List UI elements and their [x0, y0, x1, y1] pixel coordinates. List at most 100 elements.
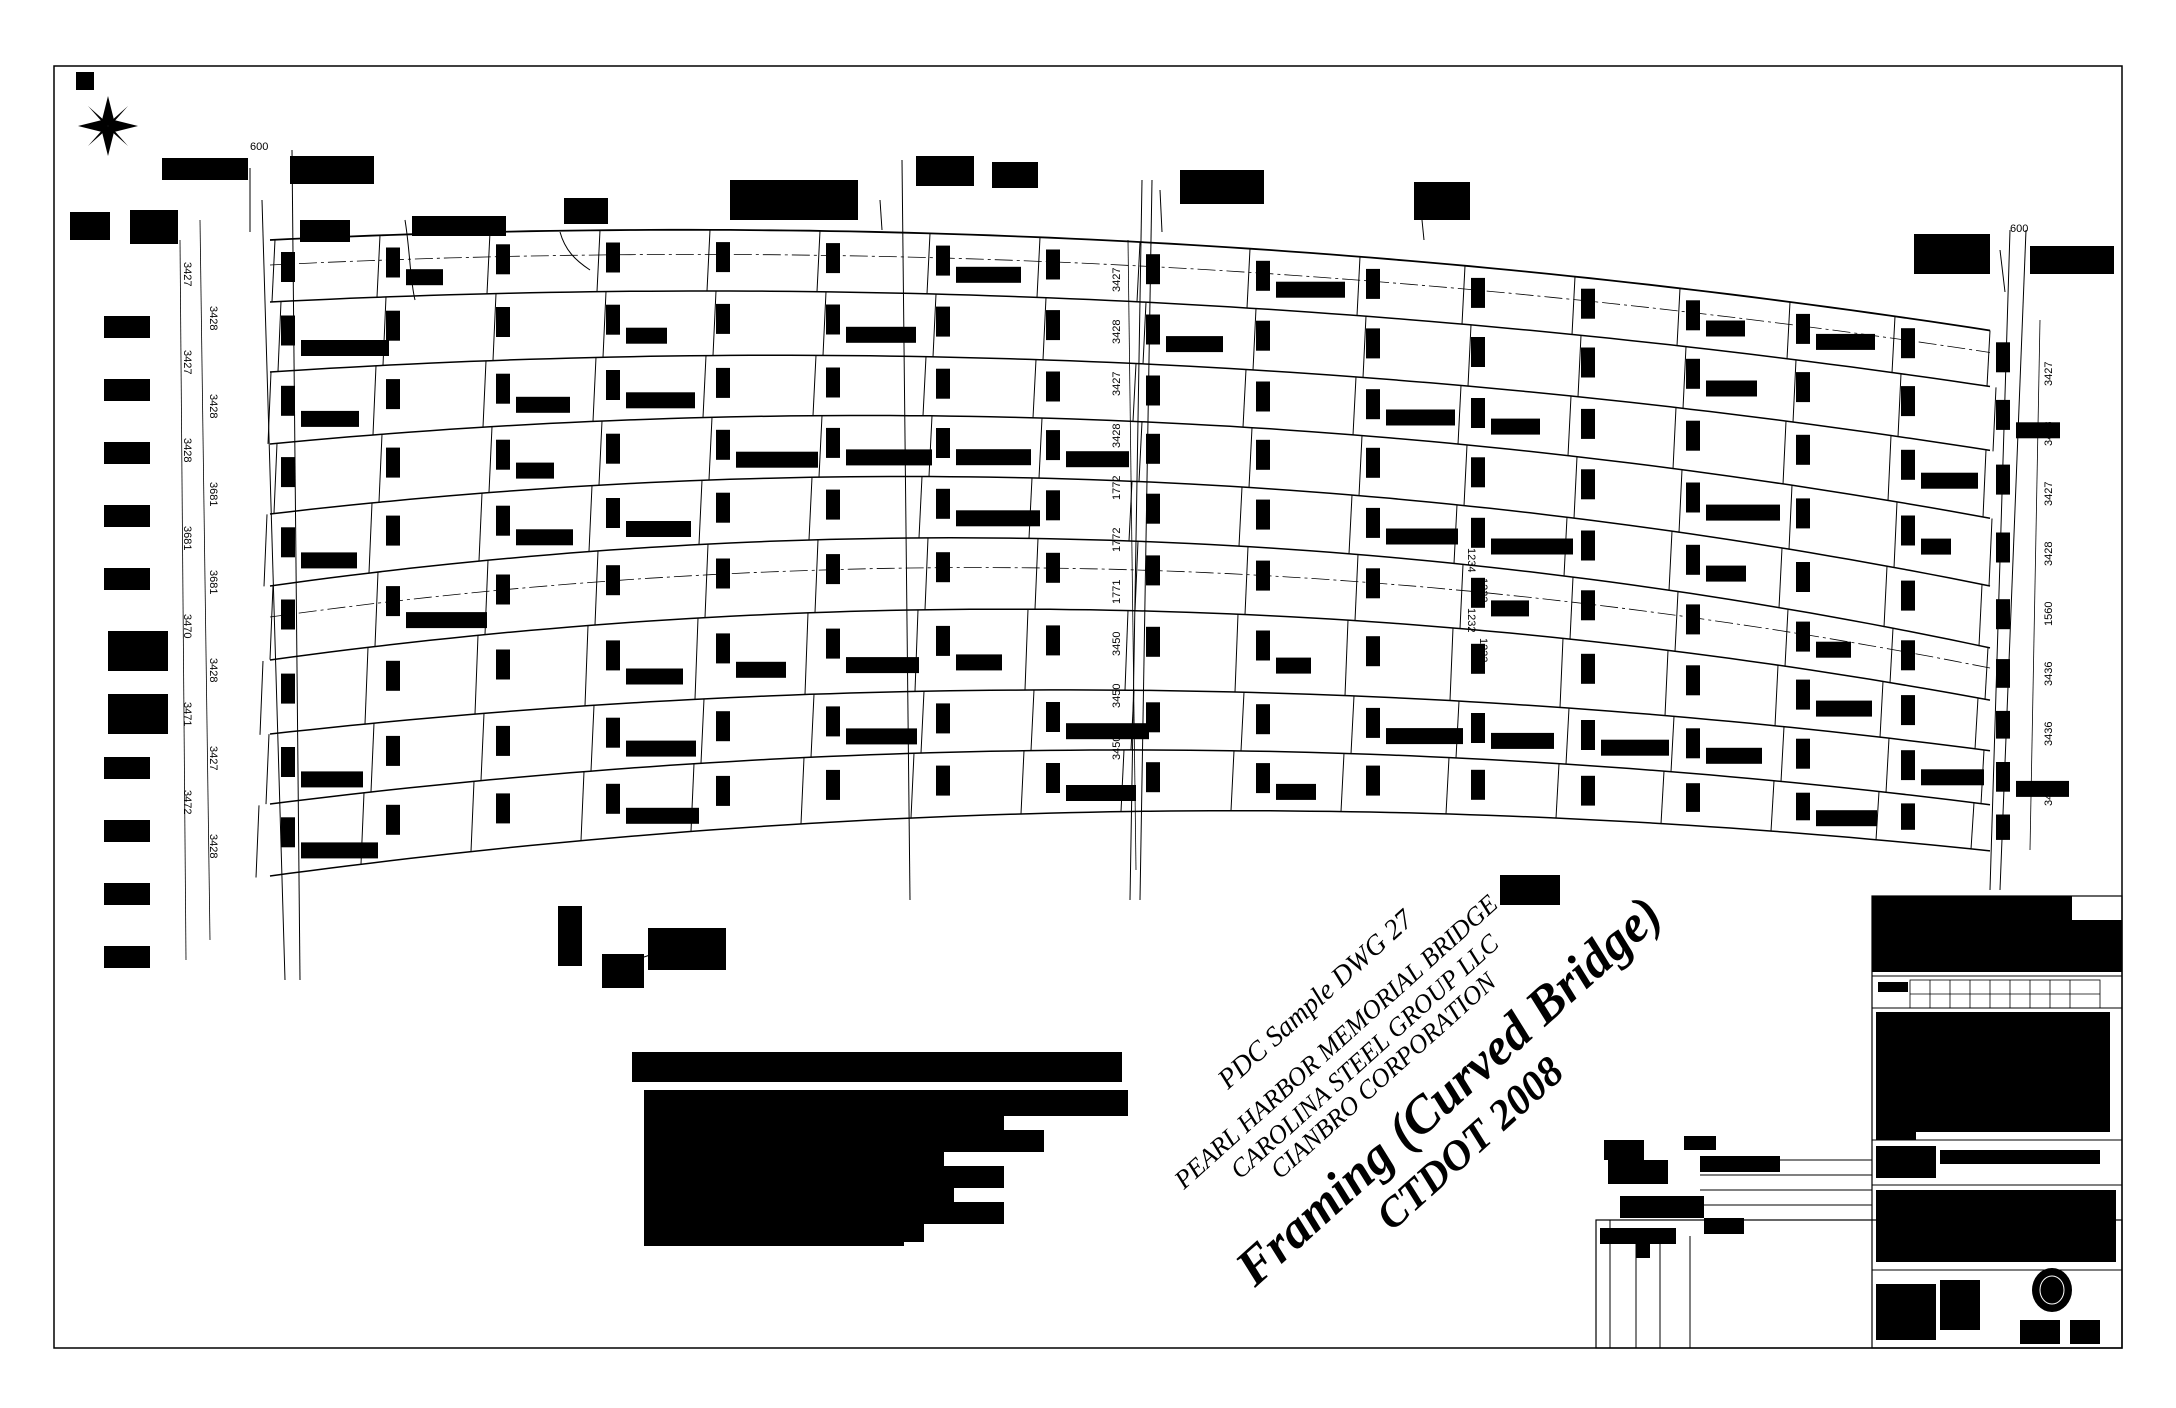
dimension-text: 3427 [2043, 362, 2055, 386]
member-mark [956, 266, 1021, 283]
cross-frame [808, 477, 813, 540]
member-mark [1046, 552, 1060, 583]
cross-frame [1571, 276, 1576, 335]
member-mark [281, 817, 295, 848]
member-mark [1046, 625, 1060, 656]
girder-line [269, 228, 1991, 332]
member-mark [301, 410, 359, 427]
cross-frame [1770, 780, 1775, 832]
member-mark [1601, 739, 1669, 756]
member-mark [846, 326, 916, 343]
cross-frame [1897, 373, 1902, 438]
member-mark [716, 492, 730, 523]
member-mark [936, 552, 950, 583]
stamp-redaction [1500, 875, 1560, 905]
cross-frame [1352, 376, 1357, 436]
member-mark [1706, 747, 1762, 764]
member-mark [936, 488, 950, 519]
member-mark [1816, 333, 1875, 350]
cross-frame [1240, 692, 1245, 752]
cross-frame [816, 230, 821, 292]
girder-line [269, 749, 1991, 806]
dimension-text: 3472 [181, 790, 193, 814]
member-mark [2016, 780, 2069, 797]
member-mark [1901, 515, 1915, 546]
cross-frame [1459, 564, 1464, 629]
girder-line [269, 809, 1991, 877]
member-mark [846, 728, 917, 745]
member-mark [716, 633, 730, 664]
member-mark [826, 367, 840, 398]
member-mark [386, 660, 400, 691]
dimension-text: 3427 [207, 746, 219, 770]
callout-label [558, 906, 582, 966]
cross-frame [1875, 791, 1880, 841]
station-label [104, 379, 150, 401]
member-mark [1901, 750, 1915, 781]
member-mark [386, 735, 400, 766]
dimension-text: 1233 [1477, 578, 1489, 602]
member-mark [301, 842, 378, 859]
member-mark [1796, 372, 1810, 403]
member-mark [716, 711, 730, 742]
member-mark [496, 373, 510, 404]
cross-frame [1676, 288, 1681, 347]
support-line [261, 199, 286, 981]
drawing-stamp: PDC Sample DWG 27 PEARL HARBOR MEMORIAL … [1168, 885, 1673, 1297]
cross-frame [1682, 346, 1687, 409]
member-mark [826, 243, 840, 274]
member-mark [386, 586, 400, 617]
member-mark [1386, 528, 1458, 545]
cross-frame [590, 705, 595, 771]
member-mark [826, 706, 840, 737]
cross-frame [482, 360, 487, 428]
member-mark [1796, 679, 1810, 710]
support-line [1139, 179, 1153, 901]
member-mark [1066, 451, 1129, 468]
cross-frame [1124, 610, 1129, 691]
member-mark [1276, 657, 1311, 674]
dimension-text: 3428 [207, 658, 219, 682]
cross-frame [1120, 749, 1125, 812]
member-mark [606, 783, 620, 814]
member-mark [936, 625, 950, 656]
cross-frame [1577, 335, 1582, 398]
cross-frame [1142, 302, 1147, 365]
member-mark [1471, 769, 1485, 800]
member-mark [936, 703, 950, 734]
member-mark [606, 640, 620, 671]
station-label [104, 505, 150, 527]
member-mark [281, 673, 295, 704]
callout-label [412, 216, 506, 236]
cross-frame [378, 434, 383, 502]
dimension-text: 1233 [1477, 638, 1489, 662]
cross-frame [698, 480, 703, 545]
member-mark [826, 489, 840, 520]
callout-label [730, 180, 858, 220]
member-mark [496, 725, 510, 756]
cross-frame [932, 294, 937, 357]
cross-frame [1986, 330, 1991, 387]
member-mark [1276, 783, 1316, 800]
cross-frame [922, 356, 927, 416]
cross-frame-lines [255, 149, 2027, 981]
cross-frame [1660, 771, 1665, 824]
member-mark [386, 379, 400, 410]
member-mark [1491, 418, 1540, 435]
member-mark [1901, 640, 1915, 671]
member-mark [1581, 590, 1595, 621]
cross-frame [265, 734, 270, 805]
cross-frame [1672, 407, 1677, 469]
cross-frame [368, 502, 373, 573]
member-mark [1921, 472, 1978, 489]
member-mark [626, 668, 683, 685]
cross-frame [1555, 763, 1560, 819]
member-mark [1686, 783, 1700, 812]
dimension-text: 600 [250, 141, 268, 153]
girder-line [269, 354, 1991, 452]
callout-label [992, 162, 1038, 188]
cross-frame [1780, 726, 1785, 782]
member-mark [1471, 713, 1485, 743]
member-mark [281, 385, 295, 416]
cross-frame [918, 476, 923, 538]
